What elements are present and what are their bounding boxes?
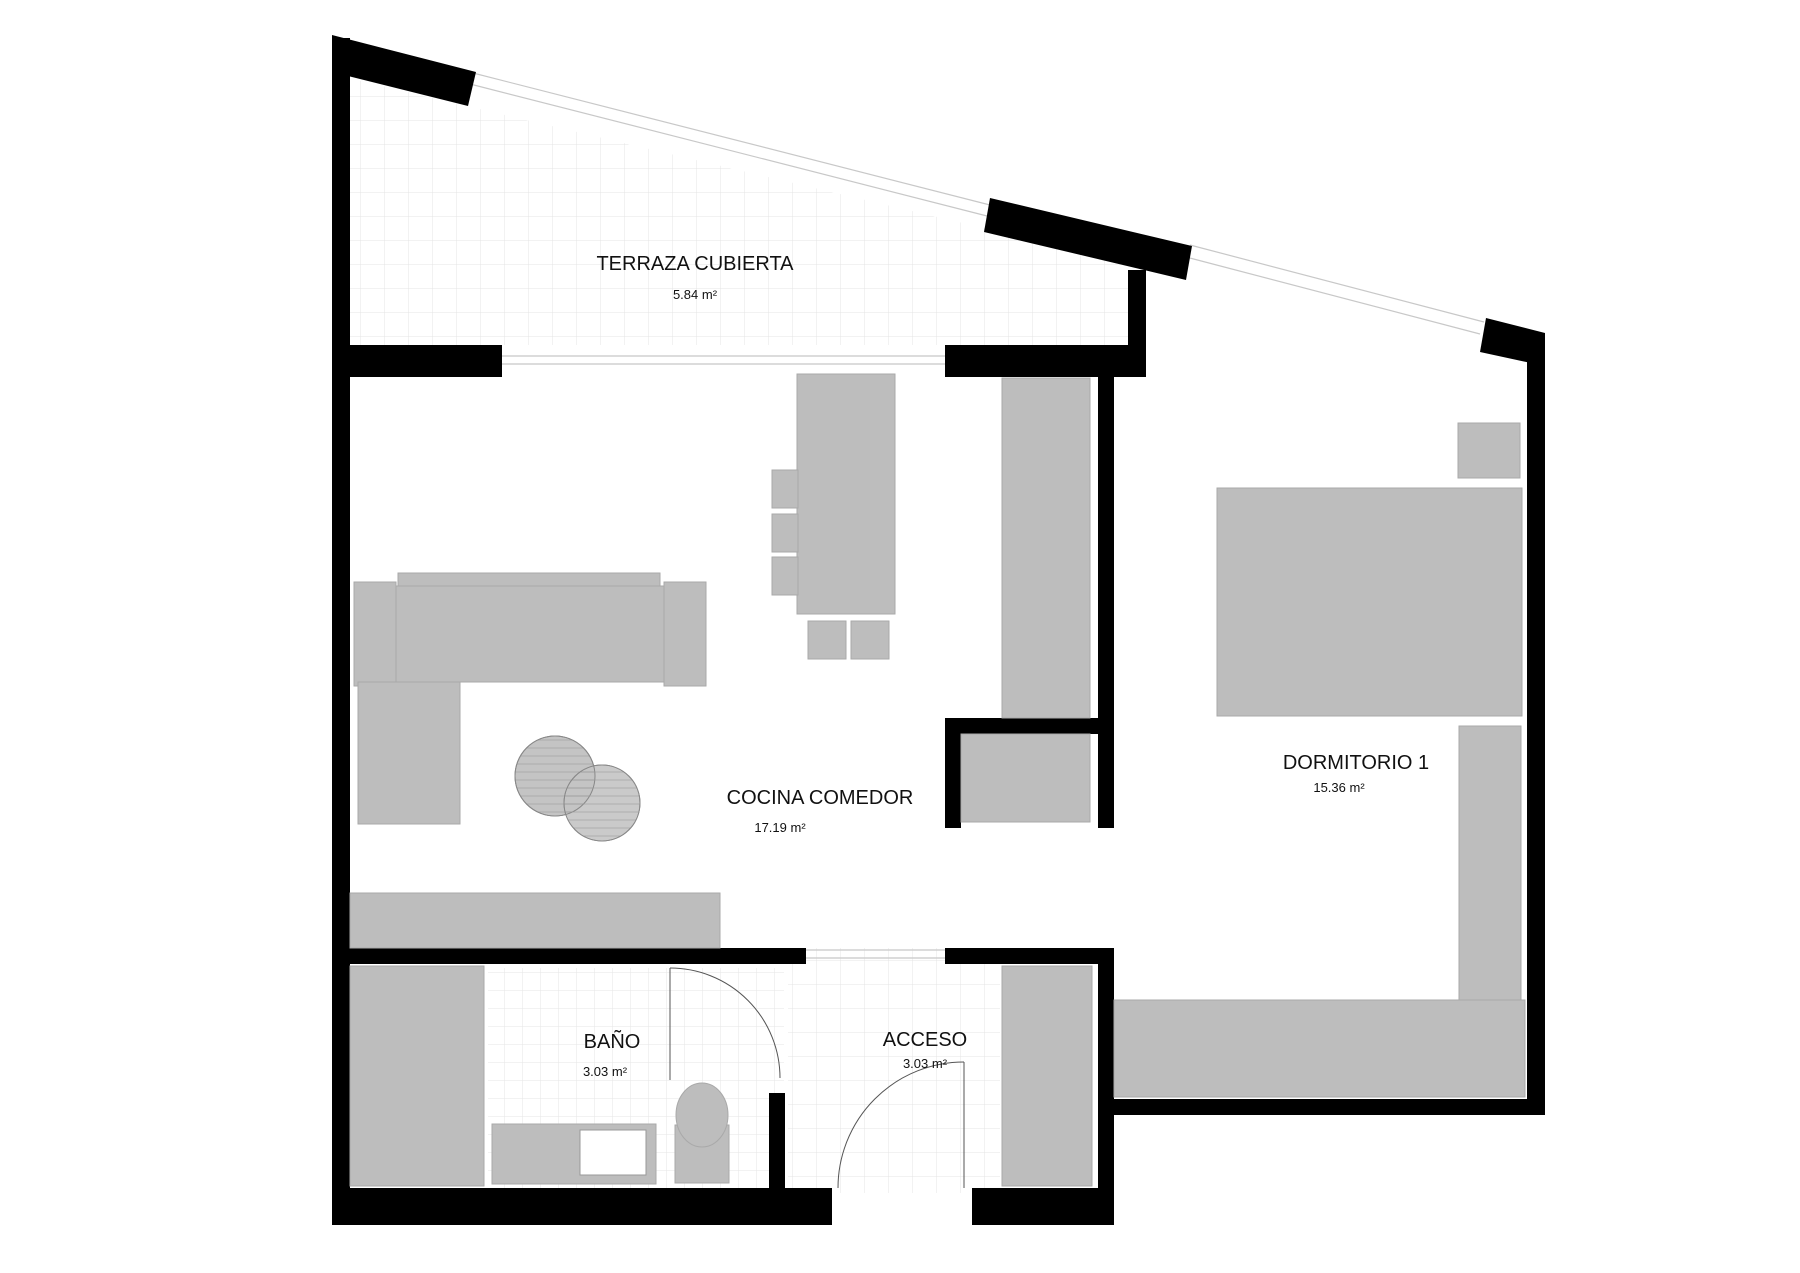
entry-door-swing: [837, 1061, 965, 1189]
room-area-dormitorio: 15.36 m²: [1313, 780, 1365, 795]
room-name-dormitorio: DORMITORIO 1: [1283, 752, 1429, 774]
sofa-seat: [357, 585, 705, 683]
room-name-bano: BAÑO: [584, 1029, 641, 1053]
sideboard: [349, 892, 721, 949]
entry-floor-lines: [788, 948, 1000, 1193]
bathroom-furniture: [349, 965, 1093, 1187]
room-area-terraza: 5.84 m²: [673, 287, 718, 302]
wall-kitchen-bedroom: [1098, 373, 1114, 828]
wall-bedroom-bottom: [1098, 1099, 1545, 1115]
wall-kitchen-bathroom: [332, 948, 806, 964]
room-area-cocina: 17.19 m²: [754, 820, 806, 835]
room-area-bano: 3.03 m²: [583, 1064, 628, 1079]
wardrobe-bottom: [1113, 999, 1526, 1098]
sofa-arm-left: [353, 581, 397, 687]
stool: [771, 556, 799, 596]
double-bed: [1216, 487, 1523, 717]
stool: [850, 620, 890, 660]
door-swings: [669, 967, 965, 1189]
kitchen-furniture: [349, 373, 1091, 949]
wall-pantry-top: [945, 718, 1114, 734]
walls: [332, 35, 1545, 1225]
nightstand: [1457, 422, 1521, 479]
bathroom-door-swing: [669, 967, 781, 1079]
kitchen-island: [796, 373, 896, 615]
room-name-acceso: ACCESO: [883, 1029, 967, 1051]
sofa-arm-right: [663, 581, 707, 687]
bathtub: [349, 965, 485, 1187]
stool: [771, 469, 799, 509]
wall-entry-right: [1098, 948, 1114, 1225]
wall-right-exterior: [1527, 333, 1545, 1115]
bedroom-furniture: [1113, 422, 1526, 1098]
wall-left-exterior: [332, 38, 350, 1225]
toilet-bowl: [675, 1082, 729, 1148]
sofa-chaise: [357, 681, 461, 825]
wall-bathroom-entry: [769, 1093, 785, 1193]
wardrobe-vertical: [1458, 725, 1522, 1001]
coffee-tables: [514, 735, 641, 842]
kitchen-counter: [1001, 377, 1091, 719]
stool: [807, 620, 847, 660]
sink: [579, 1129, 647, 1176]
wall-top-left-stub: [332, 35, 476, 106]
stool: [771, 513, 799, 553]
room-name-cocina: COCINA COMEDOR: [727, 787, 914, 809]
wall-bottom-right: [972, 1188, 1114, 1225]
wall-pantry-left: [945, 718, 961, 828]
terrace-floor-tiles: [348, 78, 1128, 345]
wall-top-middle-stub: [984, 198, 1192, 280]
pantry-cabinet: [960, 733, 1091, 823]
wall-terrace-bottom-right: [945, 345, 1146, 377]
entry-closet: [1001, 965, 1093, 1187]
wall-bottom-left: [332, 1188, 832, 1225]
room-area-acceso: 3.03 m²: [903, 1056, 948, 1071]
wall-terrace-bottom-left: [332, 345, 502, 377]
room-name-terraza: TERRAZA CUBIERTA: [596, 253, 794, 275]
wall-kitchen-entry-right: [945, 948, 1114, 964]
glazing: [469, 72, 1485, 959]
